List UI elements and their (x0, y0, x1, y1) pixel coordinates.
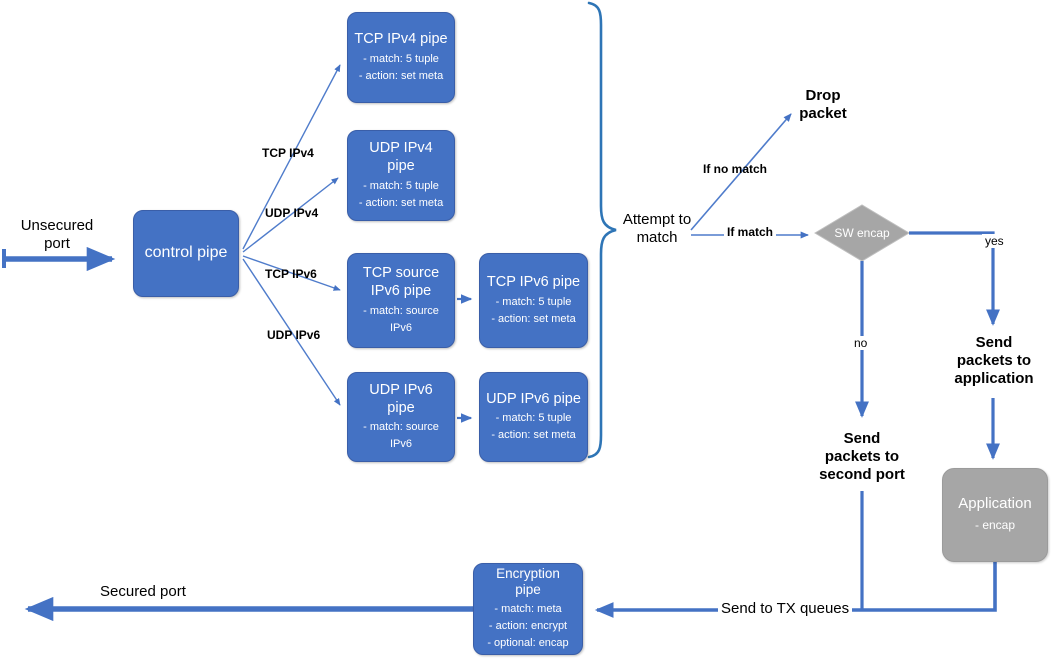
node-title: Application (958, 495, 1032, 513)
node-detail: - match: 5 tuple (495, 412, 572, 425)
node-title: SW encap (834, 226, 890, 240)
node-title: UDP IPv4 pipe (369, 140, 433, 175)
node-detail: - encap (974, 518, 1016, 533)
node-encryption-pipe: Encryption pipe - match: meta - action: … (473, 563, 583, 655)
node-udp-ipv4-pipe: UDP IPv4 pipe - match: 5 tuple - action:… (347, 130, 455, 221)
send-packets-to-application-label: Send packets to application (954, 334, 1034, 387)
yes-label: yes (982, 234, 1007, 249)
node-detail: - match: source IPv6 (363, 421, 439, 451)
if-no-match-label: If no match (703, 162, 768, 176)
node-detail: - match: 5 tuple (363, 179, 439, 192)
arrow-control-to-udp-ipv4 (242, 177, 339, 253)
edge-label-tcp-ipv6: TCP IPv6 (265, 267, 317, 281)
node-title: Encryption pipe (496, 565, 560, 598)
arrow-yes-branch (909, 231, 1001, 326)
arrow-control-to-tcp-ipv4 (242, 64, 341, 250)
node-control-pipe: control pipe (133, 210, 239, 297)
node-sw-encap-decision: SW encap (815, 205, 909, 261)
node-title: TCP IPv6 pipe (486, 274, 581, 291)
node-application: Application - encap (942, 468, 1048, 562)
edge-label-udp-ipv6: UDP IPv6 (267, 328, 321, 342)
node-detail: - match: meta (494, 603, 562, 616)
node-title: control pipe (144, 243, 228, 261)
edge-label-tcp-ipv4: TCP IPv4 (262, 146, 314, 160)
grouping-brace (587, 1, 617, 459)
node-detail: - action: set meta (491, 312, 576, 325)
node-udp-ipv6-source-pipe: UDP IPv6 pipe - match: source IPv6 (347, 372, 455, 462)
node-tcp-ipv6-pipe: TCP IPv6 pipe - match: 5 tuple - action:… (479, 253, 588, 348)
send-to-tx-queues-label: Send to TX queues (718, 600, 853, 618)
drop-packet-label: Drop packet (799, 87, 847, 122)
send-packets-to-second-port-label: Send packets to second port (819, 430, 905, 483)
node-detail: - action: encrypt (488, 620, 568, 633)
node-detail: - action: set meta (491, 429, 576, 442)
edge-label-udp-ipv4: UDP IPv4 (265, 206, 319, 220)
node-tcp-ipv4-pipe: TCP IPv4 pipe - match: 5 tuple - action:… (347, 12, 455, 103)
arrow-control-to-tcp-ipv6 (242, 255, 341, 291)
arrow-control-to-udp-ipv6 (242, 258, 341, 406)
unsecured-port-label: Unsecured port (20, 217, 94, 252)
node-title: UDP IPv6 pipe (486, 390, 581, 407)
if-match-label: If match (724, 225, 777, 240)
node-detail: - match: 5 tuple (495, 295, 572, 308)
node-udp-ipv6-pipe: UDP IPv6 pipe - match: 5 tuple - action:… (479, 372, 588, 462)
node-detail: - action: set meta (358, 69, 444, 82)
node-title: UDP IPv6 pipe (369, 381, 433, 416)
node-detail: - optional: encap (487, 637, 569, 650)
node-detail: - match: 5 tuple (363, 52, 439, 65)
node-tcp-source-ipv6-pipe: TCP source IPv6 pipe - match: source IPv… (347, 253, 455, 348)
node-title: TCP source IPv6 pipe (362, 265, 440, 300)
no-label: no (851, 336, 871, 351)
secured-port-label: Secured port (100, 583, 186, 600)
node-detail: - action: set meta (358, 196, 444, 209)
arrow-if-no-match (690, 113, 792, 231)
node-title: TCP IPv4 pipe (354, 31, 448, 48)
node-detail: - match: source IPv6 (363, 304, 439, 334)
attempt-to-match-label: Attempt to match (622, 211, 692, 246)
